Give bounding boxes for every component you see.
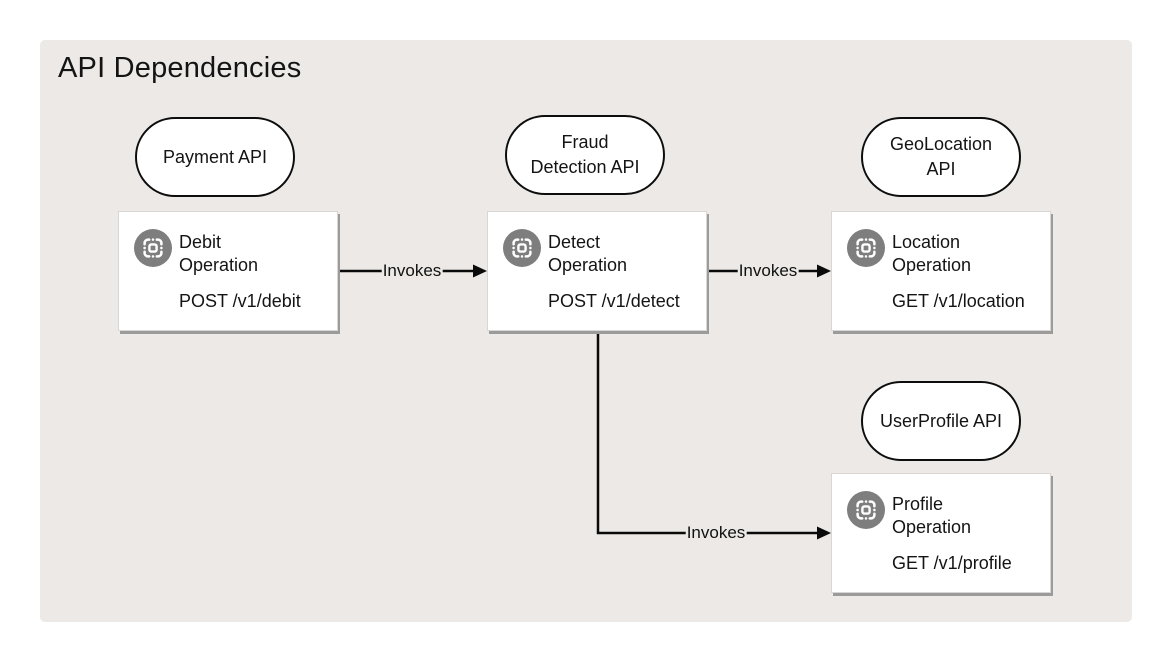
operation-name: Location Operation (892, 232, 972, 275)
operation-method-path: POST /v1/detect (548, 291, 680, 311)
operation-method-path: GET /v1/location (892, 291, 1025, 311)
api-node-fraud-detection[interactable]: Fraud Detection API (505, 115, 665, 195)
api-node-geolocation[interactable]: GeoLocation API (861, 117, 1021, 197)
operation-name: Debit Operation (179, 232, 259, 275)
operation-icon (847, 229, 885, 267)
operation-node-debit[interactable]: Debit Operation POST /v1/debit (118, 211, 338, 331)
operation-node-detect[interactable]: Detect Operation POST /v1/detect (487, 211, 707, 331)
operation-node-location[interactable]: Location Operation GET /v1/location (831, 211, 1051, 331)
api-node-label: UserProfile API (879, 410, 1003, 431)
edge-label-detect-location: Invokes (737, 261, 799, 281)
operation-method-path: POST /v1/debit (179, 291, 301, 311)
operation-icon (503, 229, 541, 267)
operation-icon (134, 229, 172, 267)
edge-label-debit-detect: Invokes (381, 261, 443, 281)
operation-name: Detect Operation (548, 232, 628, 275)
edge-label-detect-profile: Invokes (685, 523, 747, 543)
operation-method-path: GET /v1/profile (892, 553, 1012, 573)
operation-name: Profile Operation (892, 494, 972, 537)
api-node-userprofile[interactable]: UserProfile API (861, 381, 1021, 461)
api-node-label: Payment API (162, 146, 268, 167)
operation-icon (847, 491, 885, 529)
api-node-label: GeoLocation API (889, 134, 993, 179)
api-node-label: Fraud Detection API (530, 132, 640, 177)
diagram-title: API Dependencies (58, 52, 302, 84)
api-node-payment[interactable]: Payment API (135, 117, 295, 197)
operation-node-profile[interactable]: Profile Operation GET /v1/profile (831, 473, 1051, 593)
